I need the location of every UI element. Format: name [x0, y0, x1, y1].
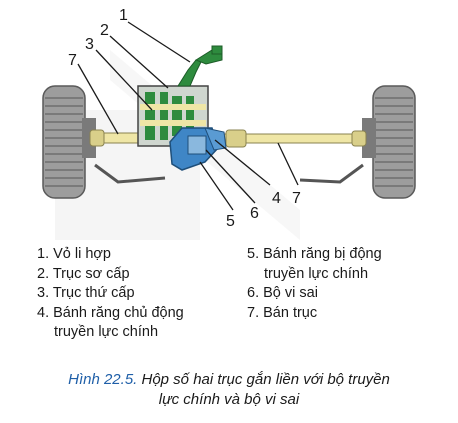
left-wheel [42, 85, 96, 199]
gearbox-housing [137, 85, 209, 147]
callout-5: 5 [226, 213, 235, 230]
figure-label: Hình 22.5. [68, 371, 138, 388]
callout-2: 2 [100, 22, 109, 39]
callout-6: 6 [250, 205, 259, 222]
left-half-shaft [89, 129, 183, 147]
legend-item-continued: truyền lực chính [54, 324, 159, 340]
legend-item: 6. Bộ vi sai [247, 285, 318, 301]
legend-item: 2. Trục sơ cấp [37, 265, 130, 282]
legend-item: 3. Trục thứ cấp [37, 285, 135, 301]
legend-right: 5. Bánh răng bị động truyền lực chính 6.… [247, 245, 382, 323]
callout-7-right: 7 [292, 190, 301, 207]
legend-item: 4. Bánh răng chủ động [37, 304, 184, 321]
leader-lines [77, 21, 299, 211]
caption-line-2: lực chính và bộ vi sai [158, 391, 300, 408]
legend-item: 1. Vỏ li hợp [37, 246, 111, 262]
callout-7-left: 7 [68, 52, 77, 69]
callout-3: 3 [85, 36, 94, 53]
callout-1: 1 [119, 7, 128, 24]
right-half-shaft [219, 129, 367, 148]
figure-caption: Hình 22.5. Hộp số hai trục gắn liền với … [0, 370, 458, 410]
legend-left: 1. Vỏ li hợp 2. Trục sơ cấp 3. Trục thứ … [37, 245, 184, 343]
legend-item: 7. Bán trục [247, 304, 318, 321]
right-wheel [362, 85, 416, 199]
shift-lever [177, 45, 223, 87]
caption-line-1: Hộp số hai trục gắn liền với bộ truyền [141, 371, 390, 388]
suspension-arms [94, 163, 364, 184]
callout-4: 4 [272, 190, 281, 207]
legend-item: 5. Bánh răng bị động [247, 246, 382, 262]
legend-item-continued: truyền lực chính [264, 265, 369, 282]
